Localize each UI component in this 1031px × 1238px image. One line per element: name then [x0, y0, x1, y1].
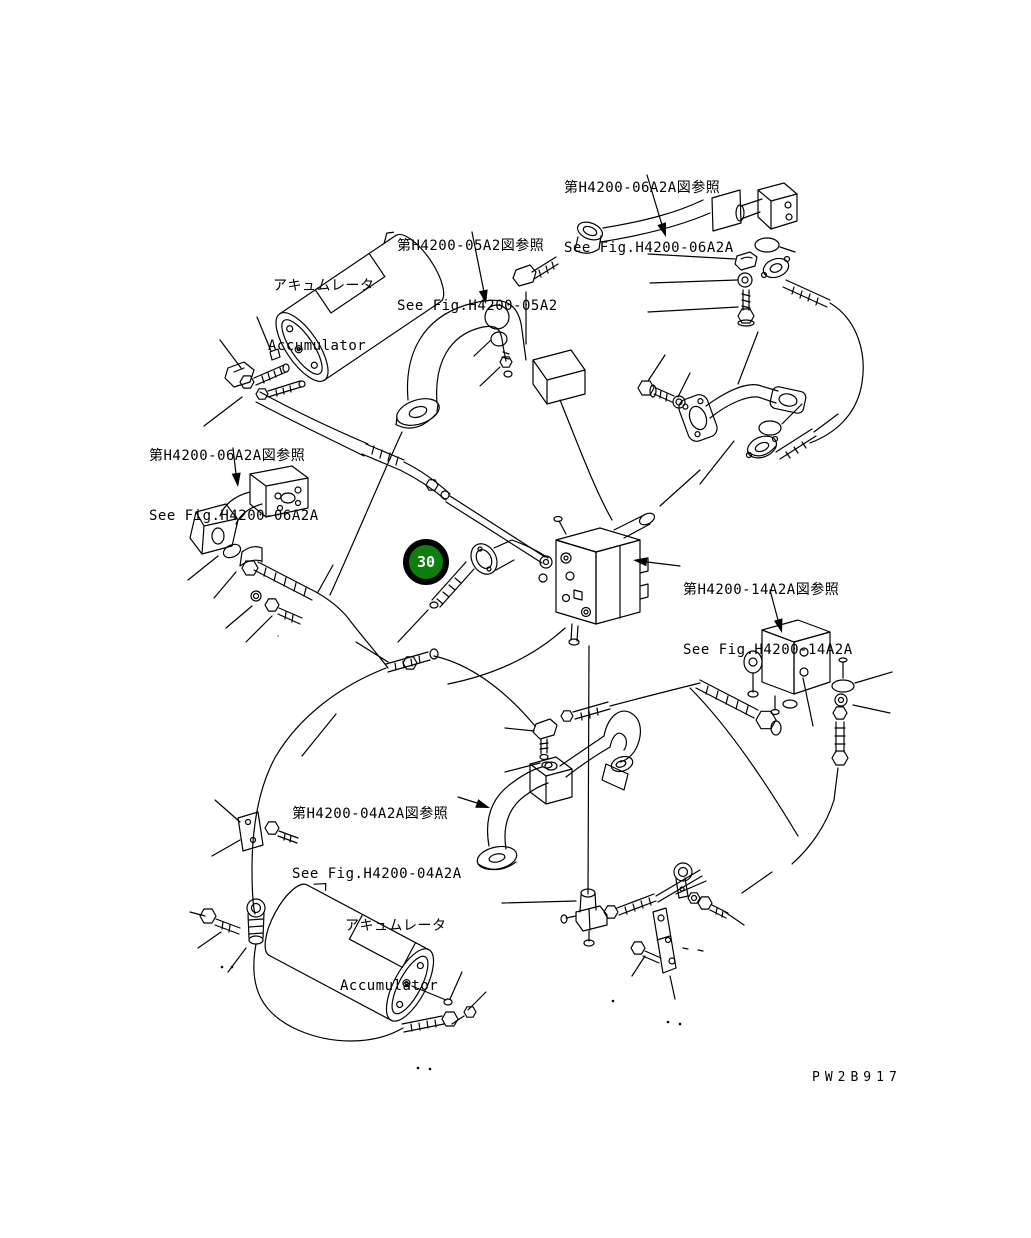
- top-right-assembly-drawing: [574, 182, 864, 444]
- right-flange-assembly-drawing: [637, 331, 839, 507]
- reference-dots: [220, 965, 682, 1071]
- ref-label-bottom-en: See Fig.H4200-04A2A: [292, 866, 462, 882]
- mid-union-hose-drawing: [251, 641, 536, 915]
- ref-label-bottom-jp: 第H4200-04A2A図参照: [292, 806, 449, 822]
- accumulator-top-label-jp: アキュムレータ: [273, 278, 375, 294]
- accumulator-top-label-en: Accumulator: [268, 338, 367, 354]
- arch-tube-drawing: [329, 256, 613, 596]
- ref-label-top-center-en: See Fig.H4200-05A2: [397, 298, 558, 314]
- top-left-fittings-drawing: [203, 316, 306, 427]
- left-valve-cluster-drawing: [187, 465, 389, 669]
- accumulator-top-drawing: [275, 231, 445, 382]
- ref-label-top-right-en: See Fig.H4200-06A2A: [564, 240, 734, 256]
- ref-label-left: 第H4200-06A2A図参照 See Fig.H4200-06A2A: [149, 406, 319, 566]
- accumulator-bottom-drawing: [264, 882, 435, 1022]
- bottom-tube-drawing: [476, 682, 701, 871]
- ref-label-left-en: See Fig.H4200-06A2A: [149, 508, 319, 524]
- ref-label-bottom: 第H4200-04A2A図参照 See Fig.H4200-04A2A: [292, 764, 462, 924]
- ref-label-left-jp: 第H4200-06A2A図参照: [149, 448, 306, 464]
- accumulator-bottom-label: アキュムレータ Accumulator: [340, 876, 447, 1036]
- bottom-right-cluster-drawing: [501, 862, 773, 1000]
- accumulator-top-label: アキュムレータ Accumulator: [268, 236, 375, 396]
- ref-label-top-right-jp: 第H4200-06A2A図参照: [564, 180, 721, 196]
- left-bracket-bolt-drawing: [211, 799, 299, 857]
- part-callout-30[interactable]: 30: [403, 539, 449, 585]
- ref-label-top-center-jp: 第H4200-05A2図参照: [397, 238, 545, 254]
- bottom-left-fittings-drawing: [189, 898, 487, 1042]
- ref-label-right-en: See Fig.H4200-14A2A: [683, 642, 853, 658]
- drawing-code: PW2B917: [812, 1070, 902, 1085]
- callout-leader-arrows: [231, 174, 783, 808]
- ref-label-right: 第H4200-14A2A図参照 See Fig.H4200-14A2A: [683, 540, 853, 700]
- ref-label-right-jp: 第H4200-14A2A図参照: [683, 582, 840, 598]
- ref-label-top-right: 第H4200-06A2A図参照 See Fig.H4200-06A2A: [564, 138, 734, 298]
- right-valve-block-drawing: [689, 619, 893, 865]
- part-30-tube-drawing: [397, 539, 549, 643]
- accumulator-bottom-label-en: Accumulator: [340, 978, 439, 994]
- accumulator-bottom-label-jp: アキュムレータ: [345, 918, 447, 934]
- ref-label-top-center: 第H4200-05A2図参照 See Fig.H4200-05A2: [397, 196, 558, 356]
